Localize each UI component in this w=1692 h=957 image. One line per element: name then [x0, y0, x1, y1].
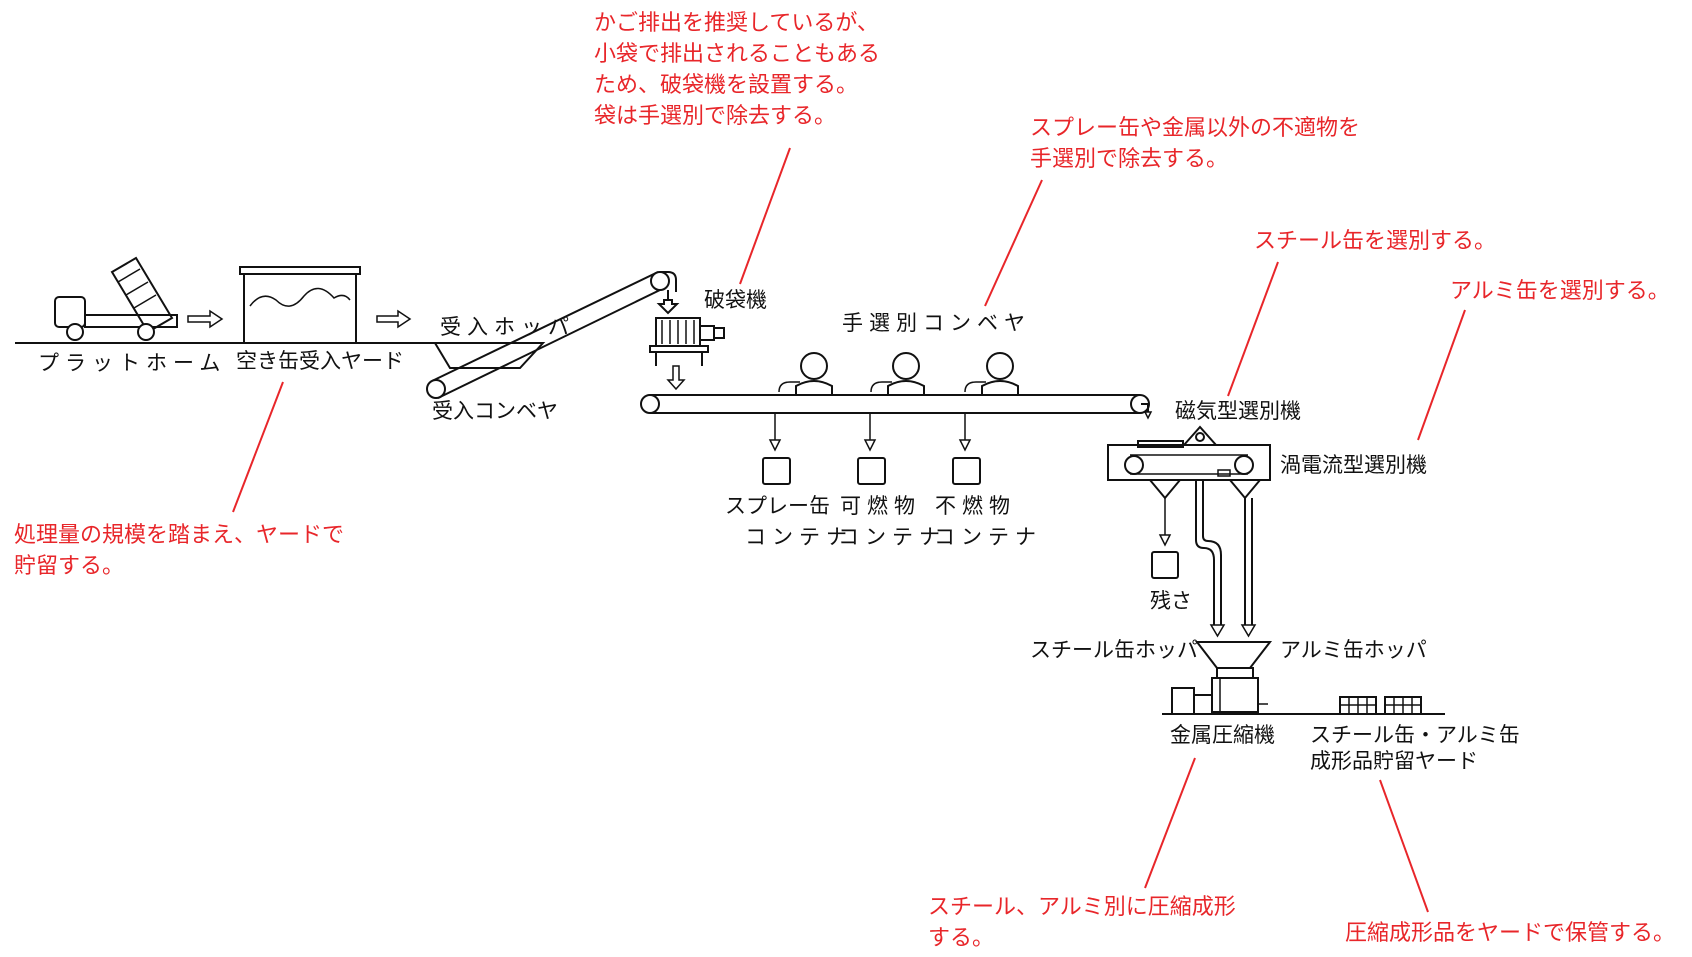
- worker-icon-2: [870, 352, 925, 395]
- dump-truck-icon: [54, 256, 178, 341]
- bag-breaker-machine: [649, 317, 725, 391]
- residue-container: [1151, 551, 1179, 579]
- receiving-hopper: [433, 342, 546, 369]
- label-alu-hopper: アルミ缶ホッパ: [1280, 638, 1427, 662]
- note-alu: アルミ缶を選別する。: [1450, 279, 1670, 304]
- label-hopper: 受入ホッパ: [440, 315, 575, 339]
- worker-icon-1: [778, 352, 833, 395]
- label-combustible: 可燃物: [840, 494, 921, 518]
- leader-bag: [739, 147, 791, 285]
- label-steel-hopper: スチール缶ホッパ: [1030, 638, 1198, 662]
- label-magnetic-separator: 磁気型選別機: [1175, 399, 1301, 423]
- label-sorting-conveyor: 手選別コンベヤ: [842, 311, 1031, 335]
- leader-hand-sort: [984, 179, 1043, 307]
- metal-press-machine: [1171, 667, 1268, 715]
- can-yard-structure: [239, 266, 361, 343]
- label-eddy-current-separator: 渦電流型選別機: [1280, 453, 1427, 477]
- hand-sorting-conveyor: [640, 394, 1150, 414]
- worker-icon-3: [964, 352, 1019, 395]
- label-spray-can: スプレー缶: [725, 494, 830, 518]
- leader-steel: [1227, 261, 1279, 397]
- drop-arrow-residue: [1158, 498, 1172, 547]
- label-residue: 残さ: [1150, 589, 1192, 613]
- leader-press: [1144, 757, 1196, 889]
- label-combustible-container: コンテナ: [838, 525, 946, 549]
- note-leader-lines: [232, 147, 1466, 913]
- label-spray-can-container: コンテナ: [745, 525, 853, 549]
- label-conveyor: 受入コンベヤ: [432, 399, 558, 423]
- label-bag-breaker: 破袋機: [704, 288, 767, 312]
- drop-arrow-combustible: [863, 413, 877, 452]
- label-product-yard-1: スチール缶・アルミ缶: [1310, 723, 1520, 747]
- label-platform: プラットホーム: [38, 351, 226, 375]
- steel-chute: [1195, 480, 1226, 638]
- note-hand-sort: スプレー缶や金属以外の不適物を 手選別で除去する。: [1030, 116, 1367, 172]
- note-bag: かご排出を推奨しているが、 小袋で排出されることもある ため、破袋機を設置する。…: [594, 11, 887, 129]
- aluminum-chute: [1240, 498, 1257, 638]
- noncombustible-container: [952, 457, 981, 485]
- label-noncombustible: 不燃物: [935, 494, 1016, 518]
- press-hopper: [1194, 641, 1273, 669]
- label-press: 金属圧縮機: [1170, 723, 1275, 747]
- note-press: スチール、アルミ別に圧縮成形 する。: [928, 895, 1243, 951]
- notes-layer: かご排出を推奨しているが、 小袋で排出されることもある ため、破袋機を設置する。…: [14, 11, 1675, 951]
- note-yard: 処理量の規模を踏まえ、ヤードで 貯留する。: [14, 523, 351, 579]
- leader-storage: [1379, 779, 1429, 913]
- eddy-current-separator-machine: [1107, 444, 1271, 500]
- product-stack-1: [1339, 696, 1377, 715]
- flow-arrow-1: [187, 309, 224, 329]
- flow-arrow-2: [376, 309, 412, 329]
- label-product-yard-2: 成形品貯留ヤード: [1310, 749, 1478, 773]
- combustible-container: [857, 457, 886, 485]
- drop-arrow-noncombustible: [958, 413, 972, 452]
- leader-yard: [232, 381, 284, 513]
- spray-can-container: [762, 457, 791, 485]
- note-storage: 圧縮成形品をヤードで保管する。: [1345, 921, 1675, 946]
- leader-alu: [1417, 309, 1466, 441]
- product-stack-2: [1384, 696, 1422, 715]
- label-can-yard: 空き缶受入ヤード: [236, 349, 404, 373]
- note-steel: スチール缶を選別する。: [1254, 229, 1496, 254]
- receiving-conveyor: [426, 271, 680, 399]
- drop-arrow-spray: [768, 413, 782, 452]
- label-noncombustible-container: コンテナ: [934, 525, 1042, 549]
